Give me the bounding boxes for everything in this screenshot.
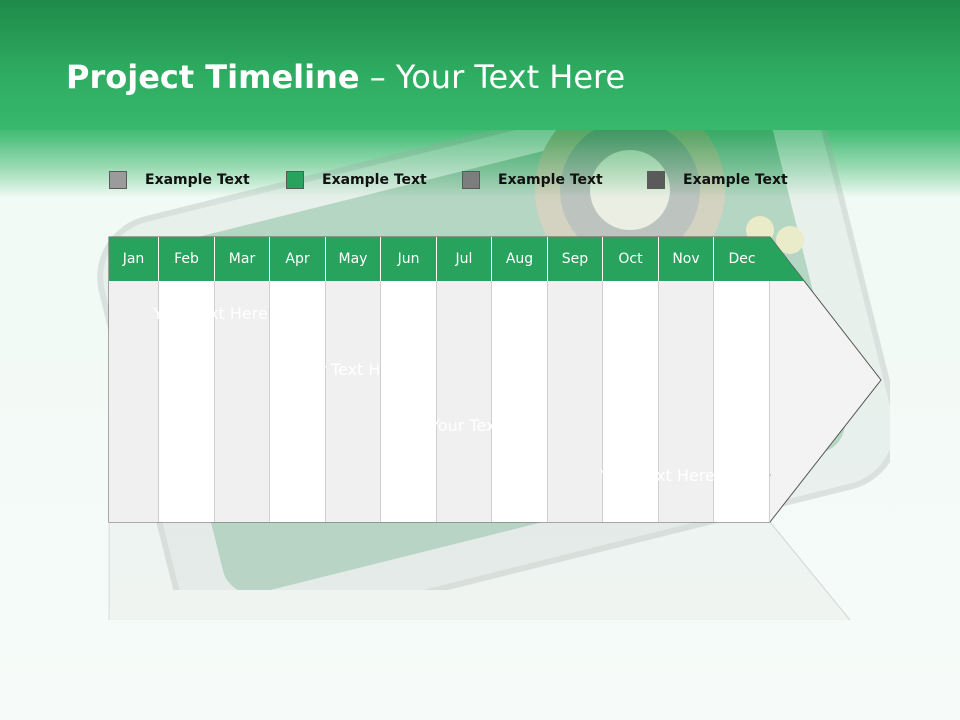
timeline-reflection [109, 522, 850, 620]
month-column [270, 281, 326, 522]
header-band [0, 0, 960, 130]
title-rest: – Your Text Here [359, 58, 626, 96]
page-title: Project Timeline – Your Text Here [66, 58, 625, 96]
month-label-apr: Apr [270, 237, 326, 281]
legend-label-4: Example Text [683, 172, 788, 188]
month-column [659, 281, 714, 522]
month-column [492, 281, 548, 522]
legend-swatch-1 [109, 171, 127, 189]
month-column [109, 281, 159, 522]
month-label-aug: Aug [492, 237, 548, 281]
month-column [548, 281, 603, 522]
task-label-3: Your Text Here [430, 415, 545, 435]
month-label-jul: Jul [437, 237, 492, 281]
month-column [215, 281, 270, 522]
month-label-nov: Nov [659, 237, 714, 281]
legend-swatch-3 [462, 171, 480, 189]
month-label-sep: Sep [548, 237, 603, 281]
month-column [714, 281, 770, 522]
legend-swatch-4 [647, 171, 665, 189]
month-column [326, 281, 381, 522]
month-label-may: May [326, 237, 381, 281]
timeline-month-bar [109, 237, 804, 281]
task-label-4: Your Text Here [600, 465, 715, 485]
title-bold: Project Timeline [66, 58, 360, 96]
month-column [437, 281, 492, 522]
month-label-oct: Oct [603, 237, 659, 281]
task-label-2: Your Text Here [291, 359, 407, 379]
month-column [381, 281, 437, 522]
reflection-edge [769, 521, 851, 621]
legend-label-2: Example Text [322, 172, 427, 188]
task-label-1: Your Text Here [153, 303, 268, 323]
month-column [159, 281, 215, 522]
legend: Example Text Example Text Example Text E… [0, 170, 960, 194]
header-fade [0, 126, 960, 196]
month-label-feb: Feb [159, 237, 215, 281]
month-label-jun: Jun [381, 237, 437, 281]
month-label-mar: Mar [215, 237, 270, 281]
month-label-dec: Dec [728, 251, 756, 267]
month-label-jan: Jan [109, 237, 159, 281]
legend-swatch-2 [286, 171, 304, 189]
legend-label-1: Example Text [145, 172, 250, 188]
month-column [603, 281, 659, 522]
legend-label-3: Example Text [498, 172, 603, 188]
